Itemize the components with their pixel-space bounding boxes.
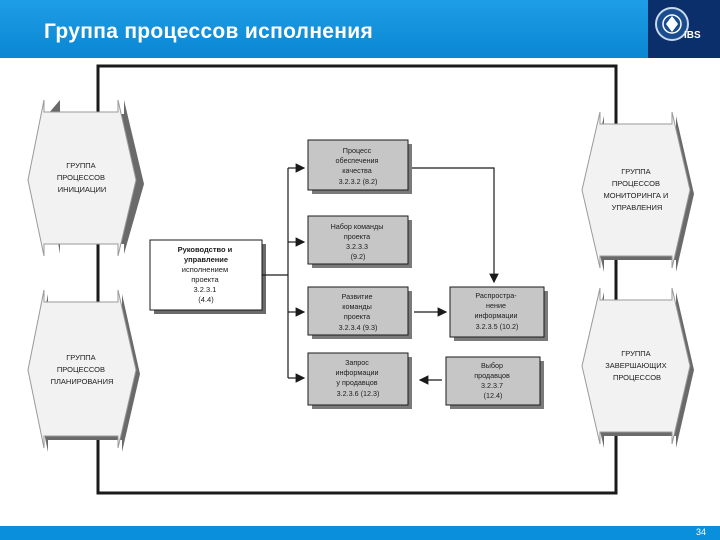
process-team-acquire: Набор команды проекта 3.2.3.3 (9.2) <box>307 215 412 268</box>
main-process-line: 3.2.3.1 <box>193 285 216 294</box>
group-monitoring-line: ПРОЦЕССОВ <box>612 179 660 188</box>
group-closing-line: ЗАВЕРШАЮЩИХ <box>605 361 666 370</box>
process-team-develop-line: проекта <box>344 312 370 321</box>
group-initiation-line: ПРОЦЕССОВ <box>57 173 105 182</box>
svg-text:Распростра- нение: Распростра- нение информации 3.2.3.5 (10… <box>475 291 520 331</box>
process-info-request-line: у продавцов <box>336 378 377 387</box>
main-process-line: управление <box>184 255 228 264</box>
group-closing-arrow: ГРУППА ЗАВЕРШАЮЩИХ ПРОЦЕССОВ <box>581 287 694 448</box>
group-monitoring-line: УПРАВЛЕНИЯ <box>612 203 663 212</box>
process-quality-line: качества <box>342 166 372 175</box>
group-planning-line: ГРУППА <box>66 353 95 362</box>
group-planning-line: ПРОЦЕССОВ <box>57 365 105 374</box>
page-number: 34 <box>695 527 706 537</box>
group-initiation-arrow: ГРУППА ПРОЦЕССОВ ИНИЦИАЦИИ <box>27 99 144 257</box>
group-planning-line: ПЛАНИРОВАНИЯ <box>51 377 114 386</box>
logo-text: IBS <box>684 30 701 41</box>
header-bar: Группа процессов исполнения IBS <box>0 0 720 58</box>
svg-text:ГРУППА ЗАВЕРШАЮЩИХ: ГРУППА ЗАВЕРШАЮЩИХ ПРОЦЕССОВ <box>605 349 669 382</box>
connectors <box>262 163 499 385</box>
main-process-line: Руководство и <box>178 245 233 254</box>
process-quality-line: Процесс <box>343 146 372 155</box>
process-info-distribution: Распростра- нение информации 3.2.3.5 (10… <box>449 286 548 341</box>
page-title: Группа процессов исполнения <box>44 20 374 43</box>
svg-text:ГРУППА ПРОЦЕССОВ И: ГРУППА ПРОЦЕССОВ ИНИЦИАЦИИ <box>57 161 107 194</box>
svg-text:Запрос информации: Запрос информации у продавцов 3.2.3.6 (1… <box>336 358 381 398</box>
svg-text:Руководство и управление: Руководство и управление <box>178 245 235 264</box>
process-info-distribution-line: 3.2.3.5 (10.2) <box>476 322 519 331</box>
group-initiation-line: ИНИЦИАЦИИ <box>58 185 106 194</box>
process-team-acquire-line: (9.2) <box>351 252 366 261</box>
process-seller-selection-line: продавцов <box>474 371 510 380</box>
group-initiation-line: ГРУППА <box>66 161 95 170</box>
svg-text:Развитие команды п: Развитие команды проекта 3.2.3.4 (9.3) <box>339 292 378 332</box>
process-team-develop-line: 3.2.3.4 (9.3) <box>339 323 378 332</box>
process-seller-selection-line: (12.4) <box>484 391 503 400</box>
group-closing-line: ПРОЦЕССОВ <box>613 373 661 382</box>
main-process-line: проекта <box>191 275 219 284</box>
process-info-distribution-line: нение <box>486 301 506 310</box>
process-diagram: ГРУППА ПРОЦЕССОВ ИНИЦИАЦИИ ГРУППА ПРОЦЕС… <box>27 64 694 495</box>
group-monitoring-line: МОНИТОРИНГА И <box>604 191 669 200</box>
process-quality-line: 3.2.3.2 (8.2) <box>339 177 378 186</box>
group-closing-line: ГРУППА <box>621 349 650 358</box>
process-info-request-line: 3.2.3.6 (12.3) <box>337 389 380 398</box>
process-team-develop-line: команды <box>342 302 372 311</box>
svg-text:ГРУППА ПРОЦЕССОВ П: ГРУППА ПРОЦЕССОВ ПЛАНИРОВАНИЯ <box>51 353 114 386</box>
logo-emblem-icon <box>655 7 689 41</box>
svg-text:Набор команды проекта: Набор команды проекта 3.2.3.3 (9.2) <box>331 222 386 261</box>
process-info-distribution-line: Распростра- <box>475 291 517 300</box>
process-info-request-line: информации <box>336 368 379 377</box>
process-team-acquire-line: проекта <box>344 232 370 241</box>
group-monitoring-line: ГРУППА <box>621 167 650 176</box>
process-info-request: Запрос информации у продавцов 3.2.3.6 (1… <box>307 352 412 409</box>
svg-text:Процесс обеспечения: Процесс обеспечения качества 3.2.3.2 (8.… <box>336 146 381 186</box>
process-team-acquire-line: Набор команды <box>331 222 384 231</box>
process-seller-selection-line: Выбор <box>481 361 503 370</box>
process-seller-selection: Выбор продавцов 3.2.3.7 (12.4) <box>445 356 544 409</box>
main-process-line: исполнением <box>182 265 228 274</box>
process-team-develop: Развитие команды проекта 3.2.3.4 (9.3) <box>307 286 412 339</box>
main-process-line: (4.4) <box>198 295 214 304</box>
svg-text:ГРУППА ПРОЦЕССОВ М: ГРУППА ПРОЦЕССОВ МОНИТОРИНГА И УПРАВЛЕНИ… <box>604 167 671 212</box>
group-planning-arrow: ГРУППА ПРОЦЕССОВ ПЛАНИРОВАНИЯ <box>27 289 140 452</box>
process-seller-selection-line: 3.2.3.7 <box>481 381 503 390</box>
process-team-acquire-line: 3.2.3.3 <box>346 242 368 251</box>
svg-text:исполнением проекта: исполнением проекта 3.2.3.1 (4.4) <box>182 265 230 304</box>
process-info-request-line: Запрос <box>345 358 369 367</box>
process-quality: Процесс обеспечения качества 3.2.3.2 (8.… <box>307 139 412 194</box>
svg-text:Выбор продавцов 3.: Выбор продавцов 3.2.3.7 (12.4) <box>474 361 512 400</box>
company-logo: IBS <box>648 0 720 58</box>
process-team-develop-line: Развитие <box>342 292 373 301</box>
process-info-distribution-line: информации <box>475 311 518 320</box>
process-quality-line: обеспечения <box>336 156 379 165</box>
footer-bar: 34 <box>0 526 720 540</box>
group-monitoring-arrow: ГРУППА ПРОЦЕССОВ МОНИТОРИНГА И УПРАВЛЕНИ… <box>581 111 694 272</box>
main-process-box: Руководство и управление исполнением про… <box>149 239 266 314</box>
